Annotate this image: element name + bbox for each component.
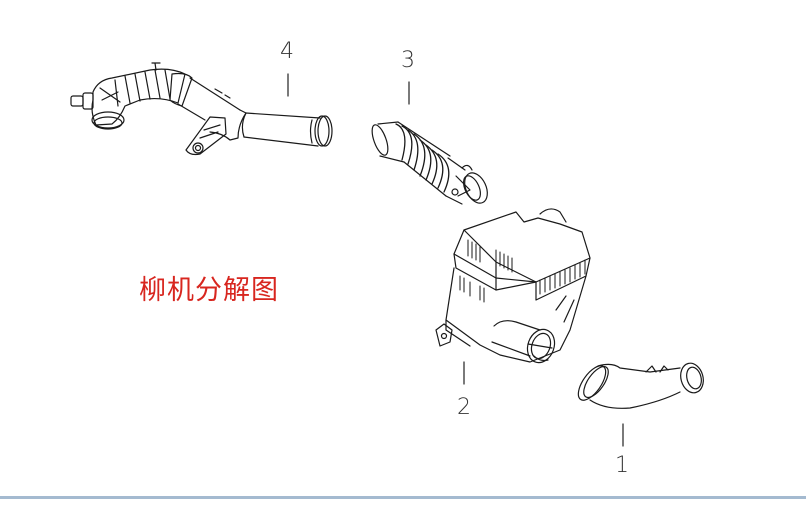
part-3-corrugated-hose <box>371 121 488 205</box>
leader-lines <box>287 73 624 447</box>
diagram-title: 柳机分解图 <box>139 275 279 306</box>
part-label-1: 1 <box>615 453 629 478</box>
part-label-3: 3 <box>401 48 415 73</box>
bottom-border <box>0 496 806 499</box>
part-1-curved-hose <box>577 362 704 409</box>
bottom-edge <box>0 499 806 503</box>
part-label-2: 2 <box>457 395 471 420</box>
part-2-air-filter-housing <box>435 208 591 364</box>
part-label-4: 4 <box>280 39 294 64</box>
part-4-intake-pipe <box>70 62 333 156</box>
